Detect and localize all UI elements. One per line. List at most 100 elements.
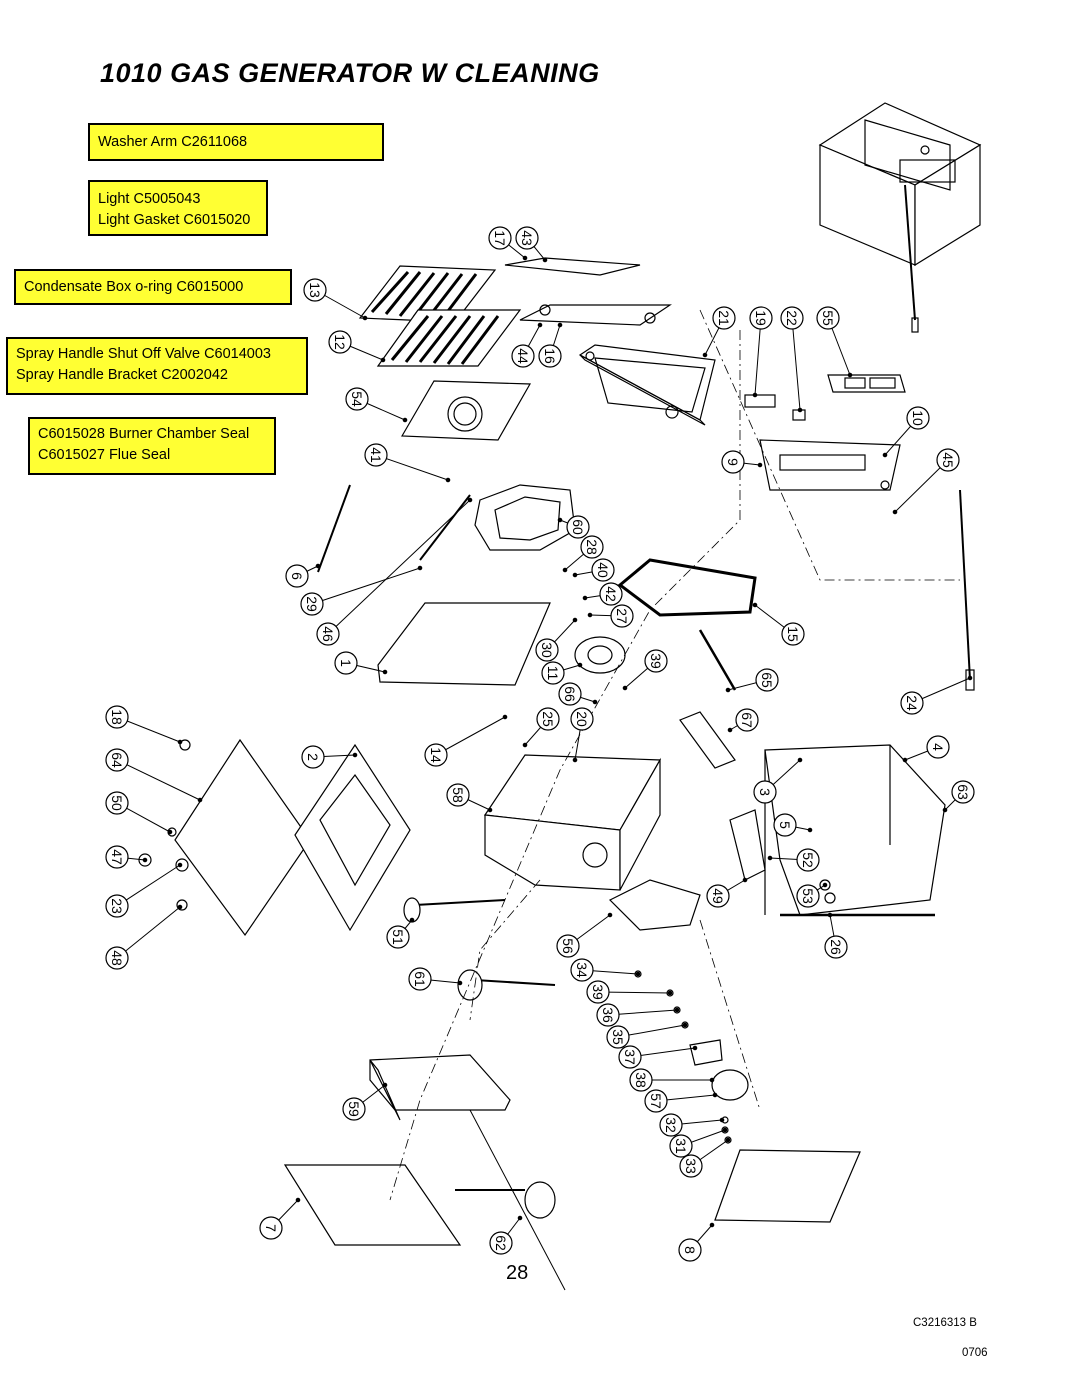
seal-drawing	[617, 558, 757, 617]
callout-2: 2	[301, 745, 325, 769]
callout-bubble	[591, 558, 615, 582]
flange-drawing	[689, 1039, 723, 1066]
callout-bubble	[488, 226, 512, 250]
callout-40: 40	[591, 558, 615, 582]
leader-dot	[382, 669, 388, 675]
leader-dot	[822, 882, 828, 888]
callout-66: 66	[558, 682, 582, 706]
page-number: 28	[506, 1262, 529, 1284]
flue-plate-drawing	[377, 602, 551, 686]
leader-dot	[502, 714, 508, 720]
callout-number: 56	[560, 938, 576, 954]
leader-dot	[295, 1197, 301, 1203]
leader-dot	[517, 1215, 523, 1221]
callout-24: 24	[900, 691, 924, 715]
callout-22: 22	[780, 306, 804, 330]
callout-3: 3	[753, 780, 777, 804]
leader-dot	[409, 917, 415, 923]
callout-63: 63	[951, 780, 975, 804]
callout-number: 7	[263, 1224, 279, 1232]
callout-10: 10	[906, 406, 930, 430]
note-washer-arm: Washer Arm C2611068	[88, 123, 384, 161]
leader-dot	[807, 827, 813, 833]
callout-bubble	[753, 780, 777, 804]
callout-17: 17	[488, 226, 512, 250]
callout-61: 61	[408, 967, 432, 991]
callout-32: 32	[659, 1113, 683, 1137]
callout-bubble	[316, 622, 340, 646]
callout-bubble	[900, 691, 924, 715]
note-line: C6015028 Burner Chamber Seal	[38, 426, 250, 442]
callout-25: 25	[536, 707, 560, 731]
callout-number: 31	[673, 1138, 689, 1154]
callout-12: 12	[328, 330, 352, 354]
leader-line	[327, 499, 471, 635]
callout-16: 16	[538, 344, 562, 368]
callout-number: 21	[716, 310, 732, 326]
callout-number: 67	[739, 712, 755, 728]
callout-bubble	[285, 564, 309, 588]
callout-bubble	[334, 651, 358, 675]
leader-dot	[362, 315, 368, 321]
callout-number: 12	[332, 334, 348, 350]
leader-dot	[847, 372, 853, 378]
callout-number: 18	[109, 709, 125, 725]
callout-number: 34	[574, 962, 590, 978]
callout-58: 58	[446, 783, 470, 807]
callout-bubble	[345, 387, 369, 411]
leader-dot	[402, 417, 408, 423]
callout-number: 44	[515, 348, 531, 364]
main-box-drawing	[483, 754, 662, 891]
callout-number: 5	[777, 821, 793, 829]
callout-53: 53	[796, 884, 820, 908]
callout-number: 63	[955, 784, 971, 800]
callout-33: 33	[679, 1154, 703, 1178]
note-condensate-box: Condensate Box o-ring C6015000	[14, 269, 292, 305]
motor-drawing	[711, 1069, 749, 1101]
callout-number: 65	[759, 672, 775, 688]
leader-dot	[380, 357, 386, 363]
callout-13: 13	[303, 278, 327, 302]
callout-number: 17	[492, 230, 508, 246]
control-board-drawing	[608, 879, 701, 931]
callout-number: 29	[304, 596, 320, 612]
leader-dot	[797, 407, 803, 413]
callout-26: 26	[824, 935, 848, 959]
callout-42: 42	[599, 582, 623, 606]
callout-bubble	[644, 649, 668, 673]
callout-38: 38	[629, 1068, 653, 1092]
callout-bubble	[105, 845, 129, 869]
callout-bubble	[386, 925, 410, 949]
callout-number: 23	[109, 898, 125, 914]
callout-number: 4	[930, 743, 946, 751]
callout-bubble	[721, 450, 745, 474]
leader-dot	[752, 602, 758, 608]
callout-35: 35	[606, 1025, 630, 1049]
leader-dot	[557, 322, 563, 328]
side-panel-drawing	[759, 439, 901, 491]
callout-11: 11	[541, 661, 565, 685]
callout-number: 46	[320, 626, 336, 642]
callout-number: 9	[725, 458, 741, 466]
callout-number: 20	[574, 711, 590, 727]
callout-bubble	[781, 622, 805, 646]
burner-chamber-drawing	[474, 484, 576, 551]
callout-bubble	[596, 1003, 620, 1027]
leader-dot	[562, 567, 568, 573]
callout-bubble	[408, 967, 432, 991]
callout-62: 62	[489, 1231, 513, 1255]
callout-15: 15	[781, 622, 805, 646]
leader-line	[116, 864, 181, 907]
leader-dot	[592, 699, 598, 705]
callout-bubble	[556, 934, 580, 958]
callout-number: 64	[109, 752, 125, 768]
callout-49: 49	[706, 884, 730, 908]
leader-dot	[487, 807, 493, 813]
callout-bubble	[105, 791, 129, 815]
callout-44: 44	[511, 344, 535, 368]
note-line: Spray Handle Bracket C2002042	[16, 367, 228, 383]
leader-dot	[797, 757, 803, 763]
callout-19: 19	[749, 306, 773, 330]
callout-47: 47	[105, 845, 129, 869]
